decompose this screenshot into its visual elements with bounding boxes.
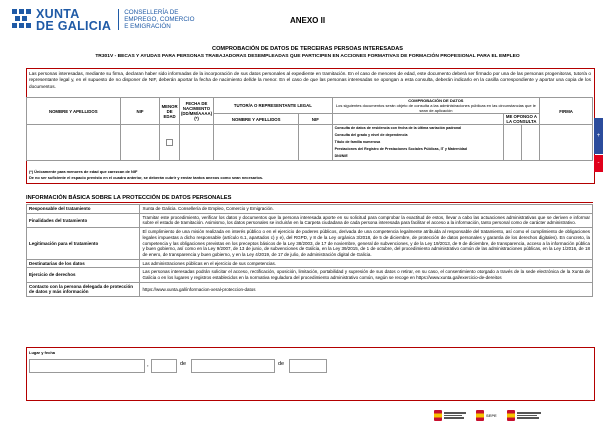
- sign-cell[interactable]: [539, 124, 593, 161]
- year-field[interactable]: [289, 359, 327, 373]
- annex-title: ANEXO II: [289, 16, 326, 25]
- doc-item: Consulta del grado y nivel de dependenci…: [334, 133, 408, 137]
- info-value: El cumplimiento de una misión realizada …: [139, 227, 593, 260]
- nif-cell[interactable]: [119, 124, 161, 161]
- consent-intro: Las personas interesadas, mediante su fi…: [29, 71, 591, 89]
- minor-checkbox[interactable]: [166, 138, 174, 146]
- col-sign-header: FIRMA: [539, 97, 593, 125]
- col-check-header: COMPROBACIÓN DE DATOS Los siguientes doc…: [331, 97, 541, 114]
- table-row: Responsable del tratamiento Xunta de Gal…: [25, 204, 593, 214]
- info-value: Xunta de Galicia. Consellería de Empleo,…: [139, 204, 593, 214]
- dept-line2: EMPREGO, COMERCIO: [124, 16, 195, 23]
- place-field[interactable]: [29, 359, 145, 373]
- table-row: Ejercicio de derechos Las personas inter…: [25, 267, 593, 283]
- table-row: Legitimación para el tratamiento El cump…: [25, 227, 593, 260]
- col-tutor-name-header: NOMBRE Y APELLIDOS: [213, 113, 300, 125]
- government-logo: [506, 410, 541, 421]
- form-subtitle: TR301V - BECAS Y AYUDAS PARA PERSONAS TR…: [95, 54, 520, 59]
- info-label: Destinatarias de los datos: [25, 258, 141, 269]
- sepe-label: SEPE: [486, 413, 497, 418]
- brand-line2: DE GALICIA: [36, 19, 112, 33]
- col-minor-header: MENOR DE EDAD: [159, 97, 180, 125]
- col-oppose-header: ME OPONGO A LA CONSULTA: [502, 113, 541, 125]
- col-tutor-header: TUTOR/A O REPRESENTANTE LEGAL: [213, 97, 333, 114]
- department-name: CONSELLERÍA DE EMPREGO, COMERCIO E EMIGR…: [118, 9, 195, 30]
- consent-section: Las personas interesadas, mediante su fi…: [26, 68, 595, 184]
- info-value: Las personas interesadas podrán solicita…: [139, 267, 593, 283]
- ministry-logo: [434, 410, 466, 421]
- col-check-title: COMPROBACIÓN DE DATOS: [408, 98, 464, 103]
- table-row: Destinatarias de los datos Las administr…: [25, 258, 593, 269]
- name-cell[interactable]: [26, 124, 121, 161]
- info-value: https://www.xunta.gal/informacion-xeral-…: [139, 281, 593, 298]
- form-title: COMPROBACIÓN DE DATOS DE TERCEIRAS PERSO…: [212, 46, 403, 52]
- dept-line3: E EMIGRACIÓN: [124, 23, 171, 30]
- third-party-table: NOMBRE Y APELLIDOS NIF MENOR DE EDAD FEC…: [26, 97, 593, 161]
- xunta-crest-icon: [12, 9, 31, 28]
- date-separator: de: [278, 361, 285, 367]
- data-protection-table: Responsable del tratamiento Xunta de Gal…: [25, 204, 593, 298]
- add-row-button[interactable]: +: [594, 118, 603, 154]
- info-label: Finalidades del tratamiento: [25, 212, 141, 229]
- spain-crest-icon: [506, 410, 515, 421]
- col-birth-header: FECHA DE NACIMIENTO (DD/MM/AAAA) (*): [178, 97, 215, 125]
- oppose-cell[interactable]: [502, 124, 522, 161]
- oppose-cell-2[interactable]: [520, 124, 541, 161]
- col-check-desc: Los siguientes documentos serán objeto d…: [335, 103, 536, 113]
- minor-cell: [159, 124, 180, 161]
- data-protection-title: INFORMACIÓN BÁSICA SOBRE LA PROTECCIÓN D…: [26, 195, 593, 203]
- table-row: Finalidades del tratamiento Tramitar est…: [25, 212, 593, 229]
- doc-item: Prestaciones del Registro de Prestacione…: [334, 147, 467, 151]
- doc-item: Título de familia numerosa: [334, 140, 381, 144]
- date-separator: de: [180, 361, 187, 367]
- table-row: Consulta de datos de residencia con fech…: [26, 124, 593, 161]
- info-value: Tramitar este procedimiento, verificar l…: [139, 212, 593, 229]
- dept-line1: CONSELLERÍA DE: [124, 9, 179, 16]
- sepe-logo: SEPE: [476, 410, 497, 421]
- brand-name: XUNTA DE GALICIA: [36, 7, 112, 33]
- col-tutor-nif-header: NIF: [298, 113, 333, 125]
- docs-list: Consulta de datos de residencia con fech…: [331, 124, 504, 161]
- birth-cell[interactable]: [178, 124, 215, 161]
- footer-logos: SEPE: [434, 410, 541, 421]
- tutor-name-cell[interactable]: [213, 124, 300, 161]
- info-label: Responsable del tratamiento: [25, 204, 141, 214]
- info-label: Contacto con la persona delegada de prot…: [25, 281, 141, 298]
- remove-row-button[interactable]: -: [594, 155, 603, 172]
- space-note: De no ser suficiente el espacio previsto…: [29, 175, 264, 180]
- place-date-label: Lugar y fecha: [29, 350, 56, 355]
- spain-crest-icon: [434, 410, 442, 421]
- info-label: Legitimación para el tratamiento: [25, 227, 141, 260]
- info-label: Ejercicio de derechos: [25, 267, 141, 283]
- col-name-header: NOMBRE Y APELLIDOS: [26, 97, 121, 125]
- xunta-logo: XUNTA DE GALICIA CONSELLERÍA DE EMPREGO,…: [10, 8, 195, 32]
- doc-item: DNI/NIE: [334, 154, 348, 158]
- month-field[interactable]: [191, 359, 275, 373]
- day-field[interactable]: [151, 359, 177, 373]
- place-date-section: Lugar y fecha , de de: [26, 347, 595, 401]
- col-nif-header: NIF: [119, 97, 161, 125]
- data-protection-section: INFORMACIÓN BÁSICA SOBRE LA PROTECCIÓN D…: [25, 195, 593, 298]
- spain-crest-icon: [476, 410, 484, 421]
- info-value: Las administraciones públicas en el ejer…: [139, 258, 593, 269]
- minor-note: (*) Únicamente para menores de edad que …: [29, 169, 138, 174]
- tutor-nif-cell[interactable]: [298, 124, 333, 161]
- place-comma: ,: [147, 362, 149, 368]
- table-row: Contacto con la persona delegada de prot…: [25, 281, 593, 298]
- doc-item: Consulta de datos de residencia con fech…: [334, 126, 462, 130]
- brand-line1: XUNTA: [36, 7, 80, 21]
